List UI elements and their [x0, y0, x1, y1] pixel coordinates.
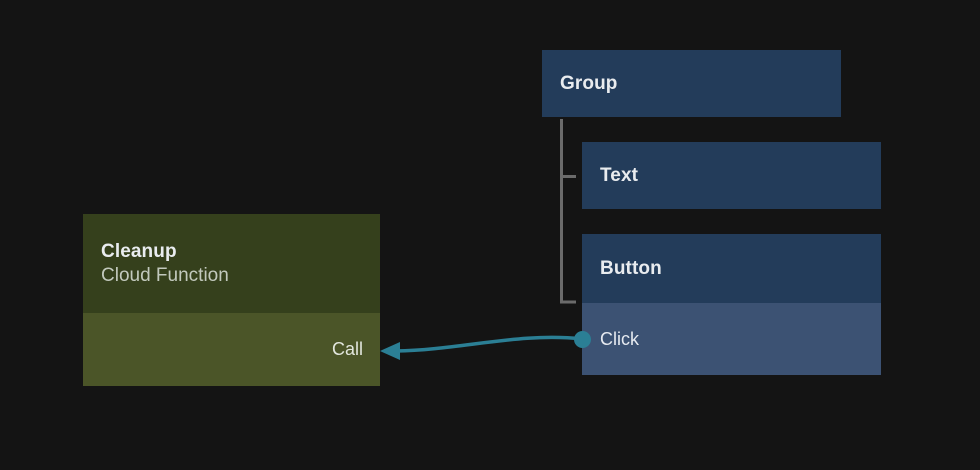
node-text-title: Text: [600, 164, 639, 186]
edge-path: [394, 335, 584, 353]
node-button-port-click[interactable]: Click: [582, 303, 881, 375]
node-cleanup-subtitle: Cloud Function: [101, 264, 229, 286]
node-group-header[interactable]: Group: [542, 50, 841, 117]
port-label-call: Call: [331, 339, 363, 359]
node-group-title: Group: [560, 72, 618, 94]
edge-arrowhead-icon: [380, 342, 400, 360]
node-text[interactable]: Text: [582, 142, 881, 209]
node-cleanup-port-call[interactable]: Call: [83, 313, 380, 386]
node-group[interactable]: Group: [542, 50, 841, 117]
node-cleanup-title: Cleanup: [101, 240, 177, 262]
node-text-header[interactable]: Text: [582, 142, 881, 209]
node-cleanup-header[interactable]: Cleanup Cloud Function: [83, 214, 380, 313]
node-button-title: Button: [600, 257, 662, 279]
port-label-click: Click: [600, 328, 639, 349]
node-button[interactable]: Button Click: [582, 234, 881, 375]
port-dot-click-icon[interactable]: [574, 331, 591, 348]
node-cleanup[interactable]: Cleanup Cloud Function Call: [83, 214, 380, 386]
node-button-header[interactable]: Button: [582, 234, 881, 303]
